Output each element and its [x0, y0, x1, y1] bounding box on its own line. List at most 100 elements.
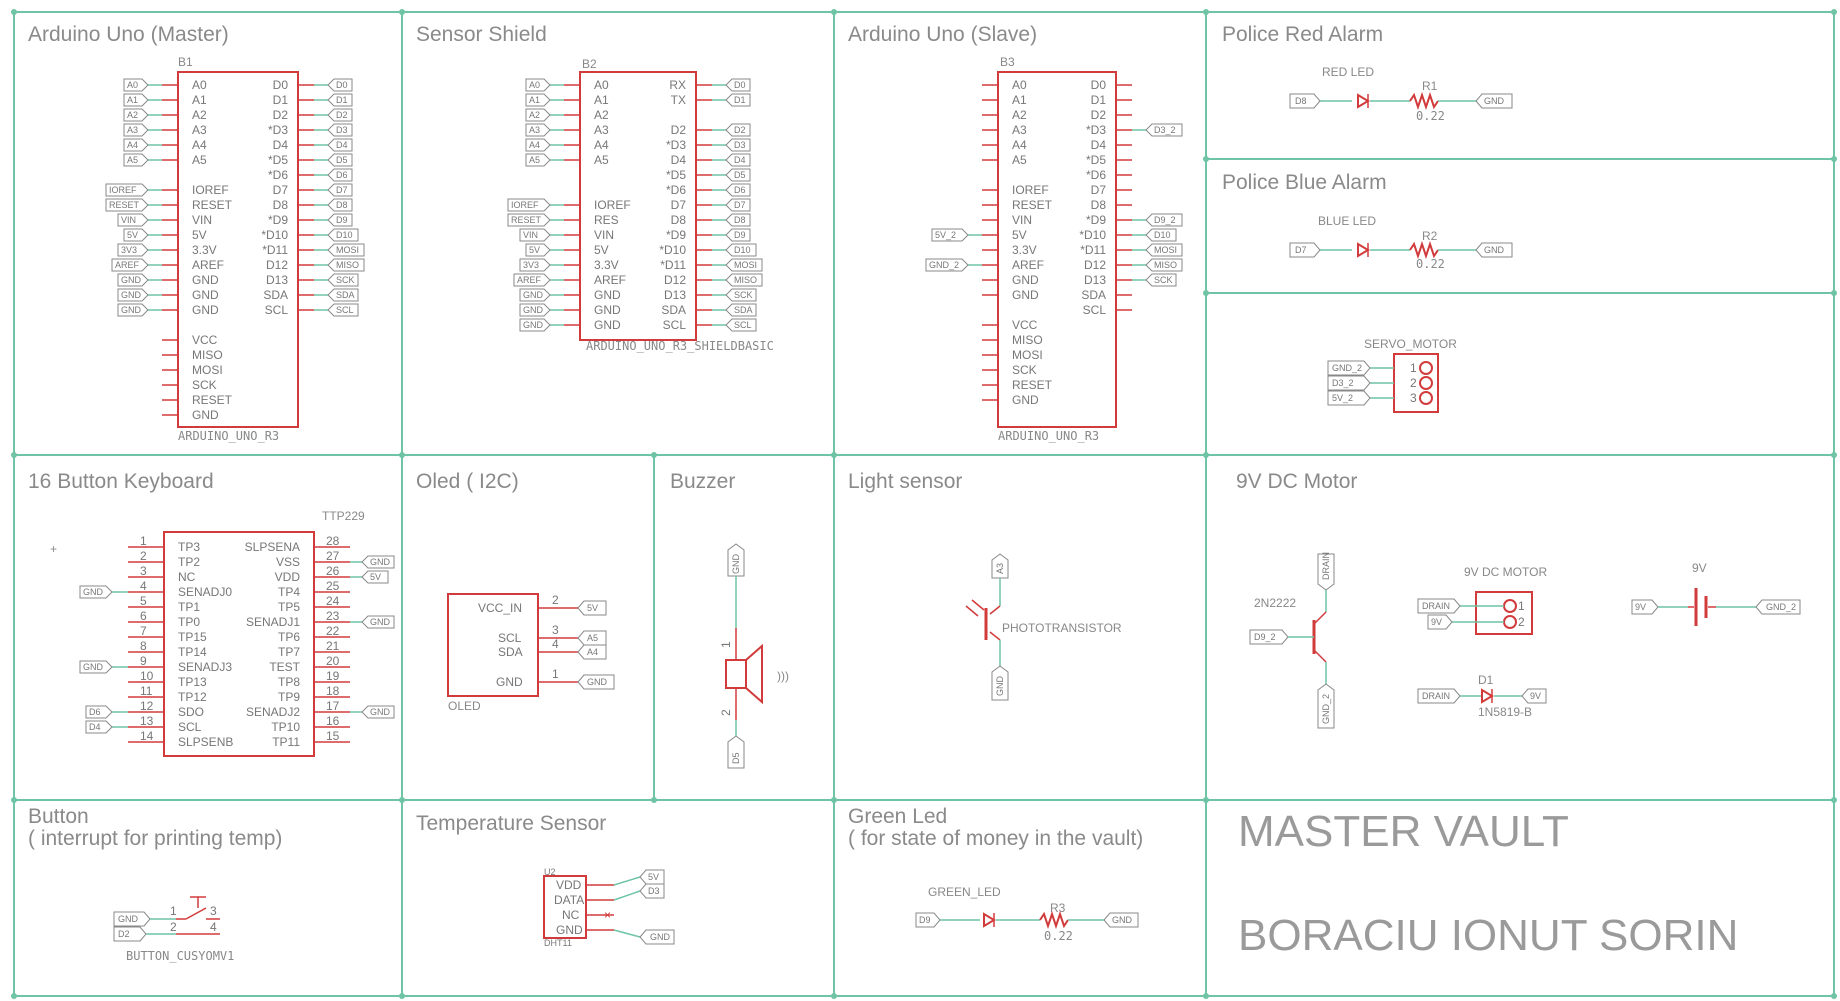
slave-lpin-9: VIN — [1012, 213, 1032, 227]
kb-lnum-11: 12 — [140, 699, 154, 713]
temp-pin-vdd: VDD — [556, 878, 582, 892]
slave-rpin-6: *D6 — [1086, 168, 1106, 182]
kb-lnum-9: 10 — [140, 669, 154, 683]
master-rnet-9: D9 — [336, 215, 348, 225]
buzzer: GND ))) D5 1 2 — [719, 543, 789, 769]
shield-lnet-16: GND — [523, 320, 544, 330]
shield-lpin-9: RES — [594, 213, 619, 227]
shield-rnet-10: D9 — [734, 230, 746, 240]
shield-rpin-15: SDA — [661, 303, 686, 317]
master-lnet-0-box — [123, 78, 149, 92]
slave-lpin-16: VCC — [1012, 318, 1038, 332]
slave-rpin-14: SDA — [1081, 288, 1106, 302]
button-part: BUTTON_CUSYOMV1 — [126, 949, 234, 963]
master-lnet-13: GND — [121, 275, 142, 285]
net-button-d2: D2 — [118, 929, 130, 939]
r2-label: R2 — [1422, 229, 1438, 243]
master-rnet-10-box — [327, 228, 359, 242]
light-sensor: A3 GND PHOTOTRANSISTOR — [965, 553, 1122, 701]
master-lnet-7: IOREF — [109, 185, 137, 195]
shield-ref: B2 — [582, 57, 597, 71]
shield-lnet-1: A1 — [529, 95, 540, 105]
servo-motor: SERVO_MOTOR 1 2 3 GND_2 D3_2 5V_2 — [1327, 337, 1457, 413]
net-oled-5v: 5V — [587, 603, 598, 613]
master-rnet-5: D5 — [336, 155, 348, 165]
shield-lnet-2: A2 — [529, 110, 540, 120]
slave-rnet-9: D9_2 — [1154, 215, 1176, 225]
slave-lpin-2: A2 — [1012, 108, 1027, 122]
shield-rnet-13-box — [725, 273, 763, 287]
arduino-slave-symbol: B3 ARDUINO_UNO_R3 — [997, 55, 1117, 443]
slave-lpin-5: A5 — [1012, 153, 1027, 167]
slave-rpin-4: D4 — [1091, 138, 1107, 152]
master-lpin-8: RESET — [192, 198, 233, 212]
title-buzzer: Buzzer — [670, 470, 735, 493]
slave-rpin-5: *D5 — [1086, 153, 1106, 167]
shield-lnet-1-box — [525, 93, 551, 107]
slave-rnet-10-box — [1145, 228, 1177, 242]
net-light-a3: A3 — [995, 563, 1005, 574]
net-gnd2-battery: GND_2 — [1766, 602, 1796, 612]
title-green: Green Led — [848, 805, 947, 828]
master-lpin-5: A5 — [192, 153, 207, 167]
slave-rpin-7: D7 — [1091, 183, 1107, 197]
light-part: PHOTOTRANSISTOR — [1002, 621, 1122, 635]
master-lnet-9: VIN — [121, 215, 136, 225]
master-rnet-12-box — [327, 258, 365, 272]
kb-rnet-5: GND — [370, 617, 391, 627]
slave-lpin-17: MISO — [1012, 333, 1043, 347]
shield-lnet-8-box — [507, 198, 551, 212]
slave-rpin-12: D12 — [1084, 258, 1106, 272]
slave-lpin-11: 3.3V — [1012, 243, 1037, 257]
shield-rpin-12: *D11 — [660, 258, 686, 272]
shield-rnet-7-box — [725, 183, 751, 197]
slave-rpin-11: *D11 — [1080, 243, 1106, 257]
kb-rpin-4: TP5 — [278, 600, 300, 614]
title-blue-alarm: Police Blue Alarm — [1222, 171, 1387, 194]
master-rpin-1: D1 — [273, 93, 289, 107]
kb-rpin-11: SENADJ2 — [246, 705, 300, 719]
title-light: Light sensor — [848, 470, 962, 493]
footer-title: MASTER VAULT — [1238, 807, 1569, 856]
slave-lpin-12: AREF — [1012, 258, 1044, 272]
oled-num-1: 1 — [552, 667, 559, 681]
kb-rnum-9: 19 — [326, 669, 340, 683]
red-led-label: RED LED — [1322, 65, 1374, 79]
kb-lpin-0: TP3 — [178, 540, 200, 554]
kb-rnum-1: 27 — [326, 549, 340, 563]
master-rpin-14: SDA — [263, 288, 288, 302]
shield-lnet-4-box — [525, 138, 551, 152]
master-lpin-19: MOSI — [192, 363, 223, 377]
shield-lnet-8: IOREF — [511, 200, 539, 210]
slave-lpin-8: RESET — [1012, 198, 1053, 212]
shield-rpin-3: D2 — [671, 123, 687, 137]
kb-rpin-6: TP6 — [278, 630, 300, 644]
net-d7-blue: D7 — [1295, 245, 1307, 255]
master-lnet-4: A4 — [127, 140, 138, 150]
shield-rnet-16: SCL — [734, 320, 752, 330]
button-circuit: GND D2 1 2 3 4 BUTTON_CUSYOMV1 — [113, 896, 234, 963]
footer-author: BORACIU IONUT SORIN — [1238, 911, 1738, 960]
kb-lnet-3-box — [79, 585, 113, 599]
shield-lpin-5: A5 — [594, 153, 609, 167]
shield-rnet-0-box — [725, 78, 751, 92]
shield-rnet-14: SCK — [734, 290, 753, 300]
net-9v-motor: 9V — [1431, 617, 1442, 627]
master-lnet-13-box — [117, 273, 149, 287]
kb-lnet-12-box — [85, 720, 113, 734]
master-rnet-7-box — [327, 183, 353, 197]
master-lpin-3: A3 — [192, 123, 207, 137]
shield-rnet-4: D3 — [734, 140, 746, 150]
slave-rnet-9-box — [1145, 213, 1183, 227]
slave-rnet-13-box — [1145, 273, 1177, 287]
shield-lnet-12: 3V3 — [523, 260, 539, 270]
temp-pin-gnd: GND — [556, 923, 583, 937]
shield-lpin-0: A0 — [594, 78, 609, 92]
servo-pin-1: 1 — [1410, 361, 1417, 375]
kb-rnet-1-box — [361, 555, 395, 569]
shield-rnet-3-box — [725, 123, 751, 137]
master-lpin-12: AREF — [192, 258, 224, 272]
slave-lpin-4: A4 — [1012, 138, 1027, 152]
title-button: Button — [28, 805, 89, 828]
